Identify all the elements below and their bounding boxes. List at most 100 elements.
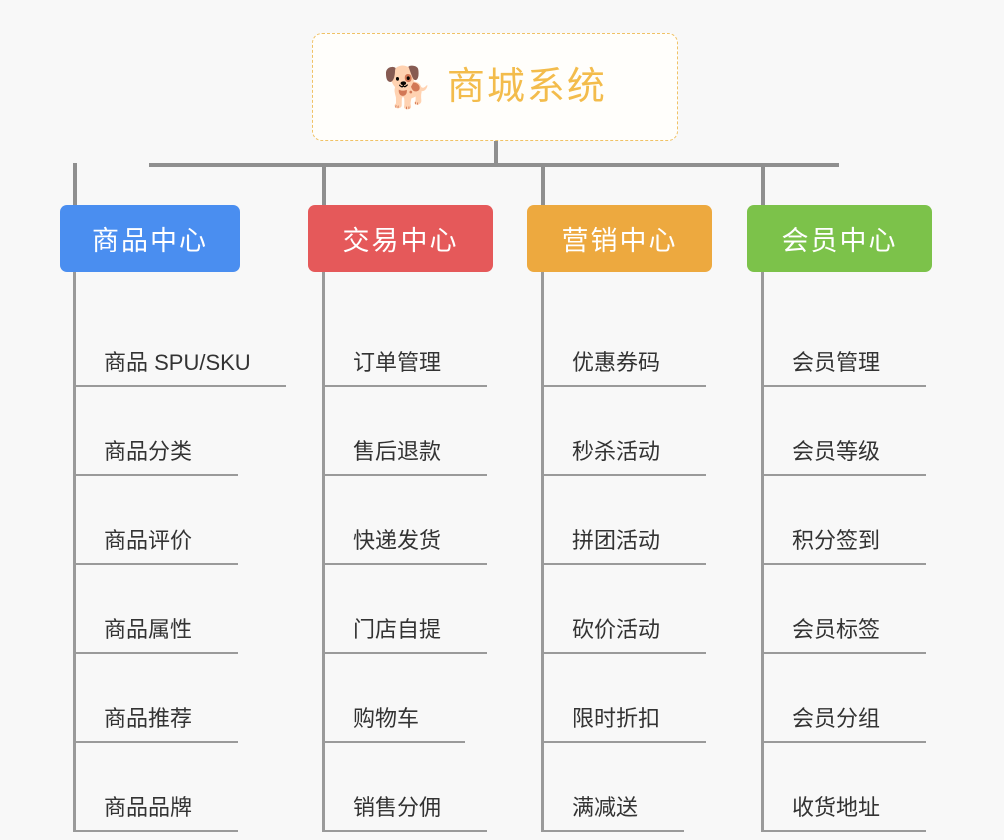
connector-drop-4	[761, 163, 765, 205]
category-header-label: 商品中心	[92, 226, 208, 256]
leaf-item[interactable]: 售后退款	[322, 387, 493, 476]
connector-horizontal-bus	[149, 163, 839, 167]
root-title: 商城系统	[446, 66, 607, 108]
leaf-item-label: 会员管理	[792, 349, 881, 375]
leaf-item-underline	[541, 563, 706, 565]
shiba-dog-face-icon: 🐕	[383, 66, 433, 110]
leaf-item-underline	[541, 741, 706, 743]
leaf-item-label: 会员等级	[792, 438, 881, 464]
leaf-item-label: 会员标签	[792, 616, 881, 642]
category-header-3[interactable]: 营销中心	[527, 205, 712, 272]
connector-root-stem	[494, 141, 498, 167]
leaf-item-underline	[73, 385, 286, 387]
leaf-item[interactable]: 优惠券码	[541, 298, 712, 387]
connector-drop-1	[73, 163, 77, 205]
leaf-item-label: 拼团活动	[572, 527, 661, 553]
leaf-item-label: 优惠券码	[572, 349, 661, 375]
leaf-item-underline	[761, 830, 926, 832]
leaf-item-underline	[541, 830, 684, 832]
leaf-item[interactable]: 商品 SPU/SKU	[73, 298, 286, 387]
leaf-item-label: 限时折扣	[572, 705, 661, 731]
leaf-item-label: 销售分佣	[353, 794, 442, 820]
leaf-list-3: 优惠券码秒杀活动拼团活动砍价活动限时折扣满减送	[541, 272, 712, 832]
category-header-2[interactable]: 交易中心	[308, 205, 493, 272]
category-column-1: 商品中心商品 SPU/SKU 商品分类商品评价商品属性商品推荐商品品牌	[60, 205, 286, 832]
leaf-item[interactable]: 商品分类	[73, 387, 240, 476]
leaf-item[interactable]: 会员标签	[761, 565, 932, 654]
connector-drop-3	[541, 163, 545, 205]
leaf-item[interactable]: 限时折扣	[541, 654, 712, 743]
leaf-item[interactable]: 会员等级	[761, 387, 932, 476]
leaf-item-label: 商品评价	[104, 527, 193, 553]
connector-vertical-stem-2	[322, 272, 325, 832]
leaf-item[interactable]: 销售分佣	[322, 743, 493, 832]
leaf-item-underline	[73, 741, 238, 743]
category-header-label: 会员中心	[781, 226, 898, 256]
leaf-item[interactable]: 会员管理	[761, 298, 932, 387]
category-header-label: 营销中心	[561, 226, 678, 256]
leaf-item-underline	[73, 830, 238, 832]
leaf-item-underline	[322, 652, 487, 654]
leaf-item-label: 订单管理	[353, 349, 442, 375]
leaf-item-label: 商品品牌	[104, 794, 193, 820]
category-header-4[interactable]: 会员中心	[747, 205, 932, 272]
leaf-item-underline	[541, 385, 706, 387]
connector-vertical-stem-3	[541, 272, 544, 832]
leaf-item-underline	[761, 563, 926, 565]
leaf-item-label: 商品推荐	[104, 705, 193, 731]
leaf-item-label: 售后退款	[353, 438, 442, 464]
leaf-item-underline	[761, 474, 926, 476]
leaf-item[interactable]: 拼团活动	[541, 476, 712, 565]
leaf-item-underline	[761, 385, 926, 387]
leaf-item-underline	[322, 741, 465, 743]
category-column-3: 营销中心优惠券码秒杀活动拼团活动砍价活动限时折扣满减送	[527, 205, 712, 832]
leaf-item-underline	[322, 474, 487, 476]
leaf-item-underline	[541, 652, 706, 654]
leaf-item-label: 积分签到	[792, 527, 881, 553]
leaf-list-4: 会员管理会员等级积分签到会员标签会员分组收货地址	[761, 272, 932, 832]
leaf-item[interactable]: 收货地址	[761, 743, 932, 832]
leaf-item[interactable]: 购物车	[322, 654, 493, 743]
leaf-item[interactable]: 商品品牌	[73, 743, 240, 832]
leaf-item-label: 满减送	[572, 794, 639, 820]
category-column-4: 会员中心会员管理会员等级积分签到会员标签会员分组收货地址	[747, 205, 932, 832]
leaf-item-label: 砍价活动	[572, 616, 661, 642]
root-node[interactable]: 🐕 商城系统	[312, 33, 678, 141]
category-header-label: 交易中心	[342, 226, 459, 256]
leaf-item[interactable]: 商品评价	[73, 476, 240, 565]
leaf-item-underline	[322, 385, 487, 387]
leaf-item-label: 商品属性	[104, 616, 193, 642]
connector-drop-2	[322, 163, 326, 205]
leaf-item-label: 收货地址	[792, 794, 881, 820]
leaf-item[interactable]: 商品属性	[73, 565, 240, 654]
connector-vertical-stem-1	[73, 272, 76, 832]
leaf-item-label: 商品 SPU/SKU	[104, 349, 251, 375]
leaf-item[interactable]: 门店自提	[322, 565, 493, 654]
leaf-item-underline	[761, 652, 926, 654]
leaf-item-label: 快递发货	[353, 527, 442, 553]
leaf-item-underline	[322, 830, 487, 832]
category-header-1[interactable]: 商品中心	[60, 205, 240, 272]
leaf-item[interactable]: 满减送	[541, 743, 712, 832]
leaf-item-label: 门店自提	[353, 616, 442, 642]
leaf-list-1: 商品 SPU/SKU 商品分类商品评价商品属性商品推荐商品品牌	[73, 272, 286, 832]
leaf-item-underline	[73, 474, 238, 476]
connector-vertical-stem-4	[761, 272, 764, 832]
leaf-item-underline	[541, 474, 706, 476]
leaf-item-label: 秒杀活动	[572, 438, 661, 464]
leaf-item[interactable]: 会员分组	[761, 654, 932, 743]
category-column-2: 交易中心订单管理售后退款快递发货门店自提购物车销售分佣	[308, 205, 493, 832]
leaf-item-underline	[73, 563, 238, 565]
leaf-list-2: 订单管理售后退款快递发货门店自提购物车销售分佣	[322, 272, 493, 832]
leaf-item[interactable]: 商品推荐	[73, 654, 240, 743]
leaf-item[interactable]: 秒杀活动	[541, 387, 712, 476]
leaf-item[interactable]: 订单管理	[322, 298, 493, 387]
leaf-item[interactable]: 快递发货	[322, 476, 493, 565]
leaf-item-label: 购物车	[353, 705, 420, 731]
leaf-item-label: 商品分类	[104, 438, 193, 464]
leaf-item-underline	[73, 652, 238, 654]
leaf-item-label: 会员分组	[792, 705, 881, 731]
leaf-item[interactable]: 积分签到	[761, 476, 932, 565]
leaf-item[interactable]: 砍价活动	[541, 565, 712, 654]
